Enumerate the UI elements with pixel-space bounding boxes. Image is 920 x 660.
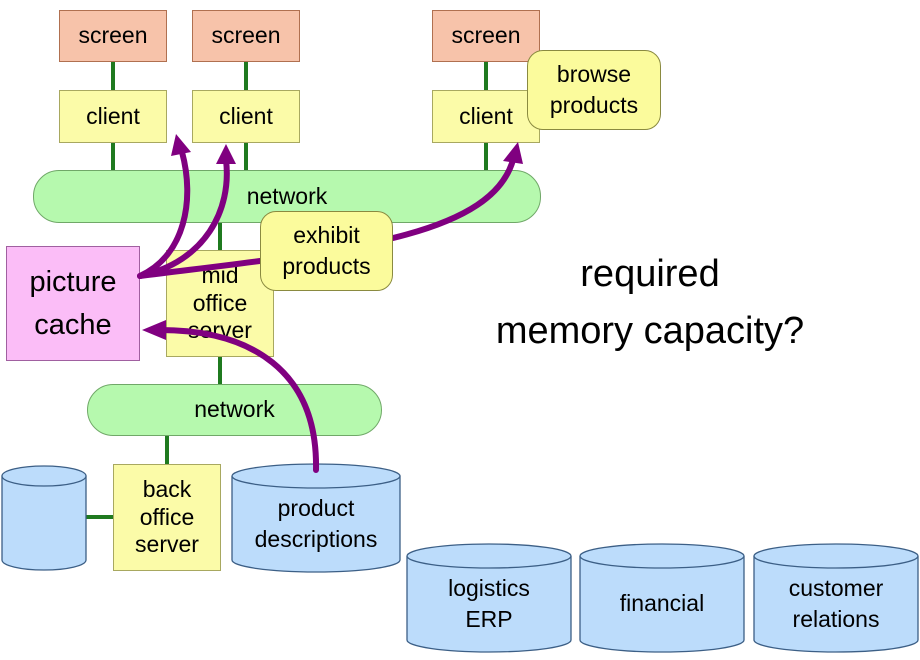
logistics-erp-label: logistics ERP xyxy=(448,574,530,632)
screen-label: screen xyxy=(78,22,148,49)
exhibit-products-label: exhibit products xyxy=(282,221,371,279)
database-unlabeled xyxy=(1,465,87,571)
arrow-cache-to-client1 xyxy=(137,149,191,279)
memory-capacity-question: required memory capacity? xyxy=(495,253,805,352)
database-customer-relations xyxy=(753,543,919,653)
database-logistics-erp xyxy=(406,543,572,653)
picture-cache-box: picture cache xyxy=(6,246,140,361)
client-label: client xyxy=(219,102,273,129)
client-box-1: client xyxy=(59,90,167,143)
client-label: client xyxy=(86,102,140,129)
database-product-descriptions xyxy=(231,463,401,573)
picture-cache-label: picture cache xyxy=(29,266,117,341)
product-descriptions-label: product descriptions xyxy=(254,494,378,552)
arrowhead-cache xyxy=(142,320,166,340)
browse-products-label: browse products xyxy=(549,60,639,118)
back-office-server-box: back office server xyxy=(113,464,221,571)
arrowhead-client3 xyxy=(503,142,523,164)
client-box-2: client xyxy=(192,90,300,143)
screen-box-3: screen xyxy=(432,10,540,62)
arrowhead-client2 xyxy=(216,144,236,164)
network-label: network xyxy=(246,182,328,209)
network-label: network xyxy=(194,396,275,423)
screen-label: screen xyxy=(451,22,521,49)
network-bottom: network xyxy=(87,384,382,436)
database-financial xyxy=(579,543,745,653)
screen-box-2: screen xyxy=(192,10,300,62)
customer-relations-label: customer relations xyxy=(788,574,884,632)
browse-products-callout: browse products xyxy=(527,50,661,130)
exhibit-products-callout: exhibit products xyxy=(260,211,393,291)
arrow-descriptions-to-cache xyxy=(157,327,320,473)
connector-lines xyxy=(86,62,488,519)
screen-label: screen xyxy=(211,22,281,49)
back-office-server-label: back office server xyxy=(135,476,199,558)
financial-label: financial xyxy=(619,590,705,617)
screen-box-1: screen xyxy=(59,10,167,62)
mid-office-server-label: mid office server xyxy=(188,262,252,344)
arrow-cache-to-client2 xyxy=(137,157,230,279)
client-box-3: client xyxy=(432,90,540,143)
arrowhead-client1 xyxy=(171,134,191,156)
database-cylinders xyxy=(1,463,919,653)
client-label: client xyxy=(459,102,513,129)
